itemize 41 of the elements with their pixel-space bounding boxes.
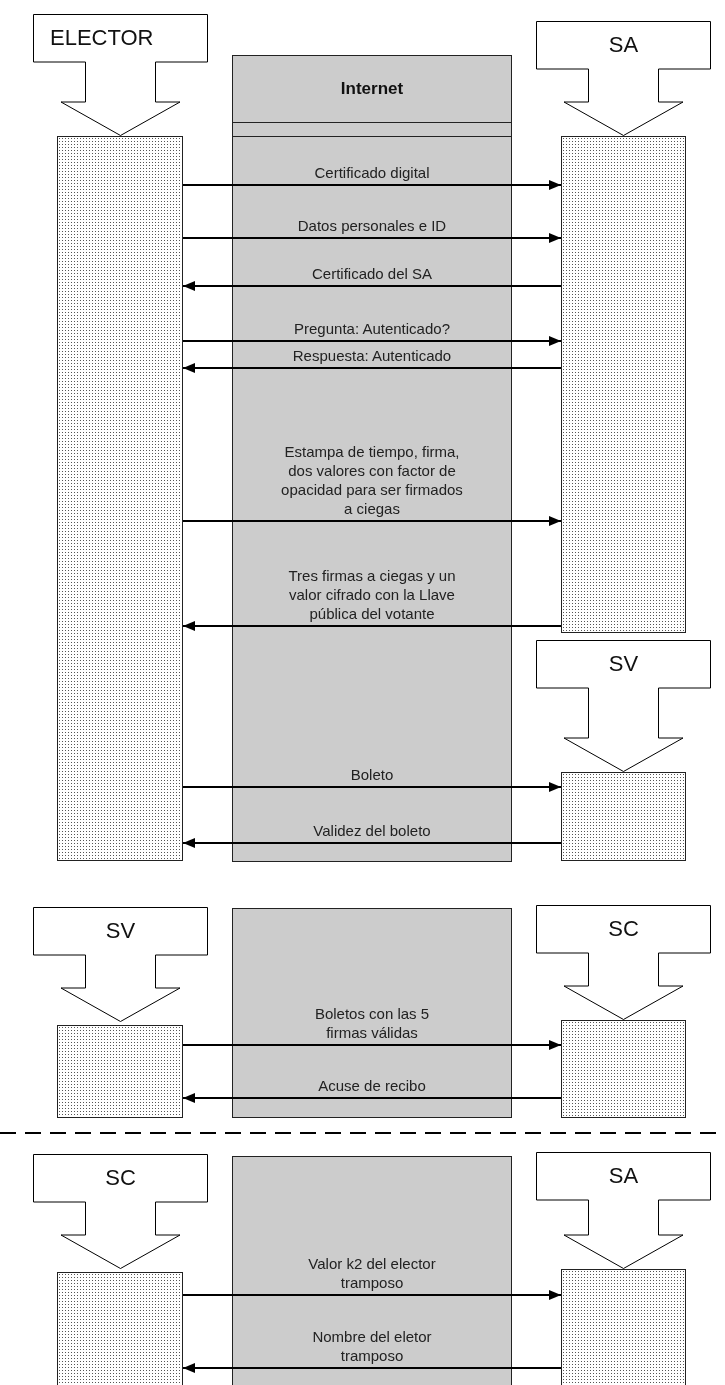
activation-box — [561, 136, 686, 633]
actor-label: SV — [608, 653, 639, 675]
edge-label: Respuesta: Autenticado — [291, 346, 453, 365]
edge-label: Certificado del SA — [310, 264, 434, 283]
actor-label: SC — [105, 1167, 136, 1189]
message-arrow — [182, 233, 562, 243]
actor-label: SA — [608, 34, 639, 56]
activation-box — [561, 1269, 686, 1385]
message-arrow — [182, 281, 562, 291]
actor-label: ELECTOR — [50, 27, 154, 49]
activation-box — [57, 1025, 183, 1118]
message-arrow — [182, 782, 562, 792]
actor-label: SC — [608, 918, 639, 940]
message-arrow — [182, 838, 562, 848]
edge-label: Tres firmas a ciegas y un valor cifrado con la Llave pública del votante — [287, 566, 457, 623]
lane-title: Internet — [340, 78, 404, 101]
message-arrow — [182, 621, 562, 631]
edge-label: Boletos con las 5 firmas válidas — [313, 1004, 431, 1042]
edge-label: Validez del boleto — [312, 821, 432, 840]
message-arrow — [182, 1363, 562, 1373]
edge-label: Pregunta: Autenticado? — [293, 319, 451, 338]
activation-box — [561, 772, 686, 861]
message-arrow — [182, 363, 562, 373]
message-arrow — [182, 180, 562, 190]
edge-label: Valor k2 del elector tramposo — [307, 1254, 437, 1292]
activation-box — [57, 1272, 183, 1385]
activation-box — [561, 1020, 686, 1118]
edge-label: Boleto — [349, 765, 395, 784]
message-arrow — [182, 1093, 562, 1103]
edge-label: Estampa de tiempo, firma, dos valores con factor de opacidad para ser firmados a ciegas — [280, 442, 464, 518]
edge-label: Nombre del eletor tramposo — [311, 1327, 433, 1365]
message-arrow — [182, 1290, 562, 1300]
edge-label: Acuse de recibo — [317, 1076, 427, 1095]
message-arrow — [182, 516, 562, 526]
actor-label: SV — [105, 920, 136, 942]
message-arrow — [182, 336, 562, 346]
edge-label: Certificado digital — [313, 163, 431, 182]
message-arrow — [182, 1040, 562, 1050]
activation-box — [57, 136, 183, 861]
actor-label: SA — [608, 1165, 639, 1187]
edge-label: Datos personales e ID — [296, 216, 448, 235]
